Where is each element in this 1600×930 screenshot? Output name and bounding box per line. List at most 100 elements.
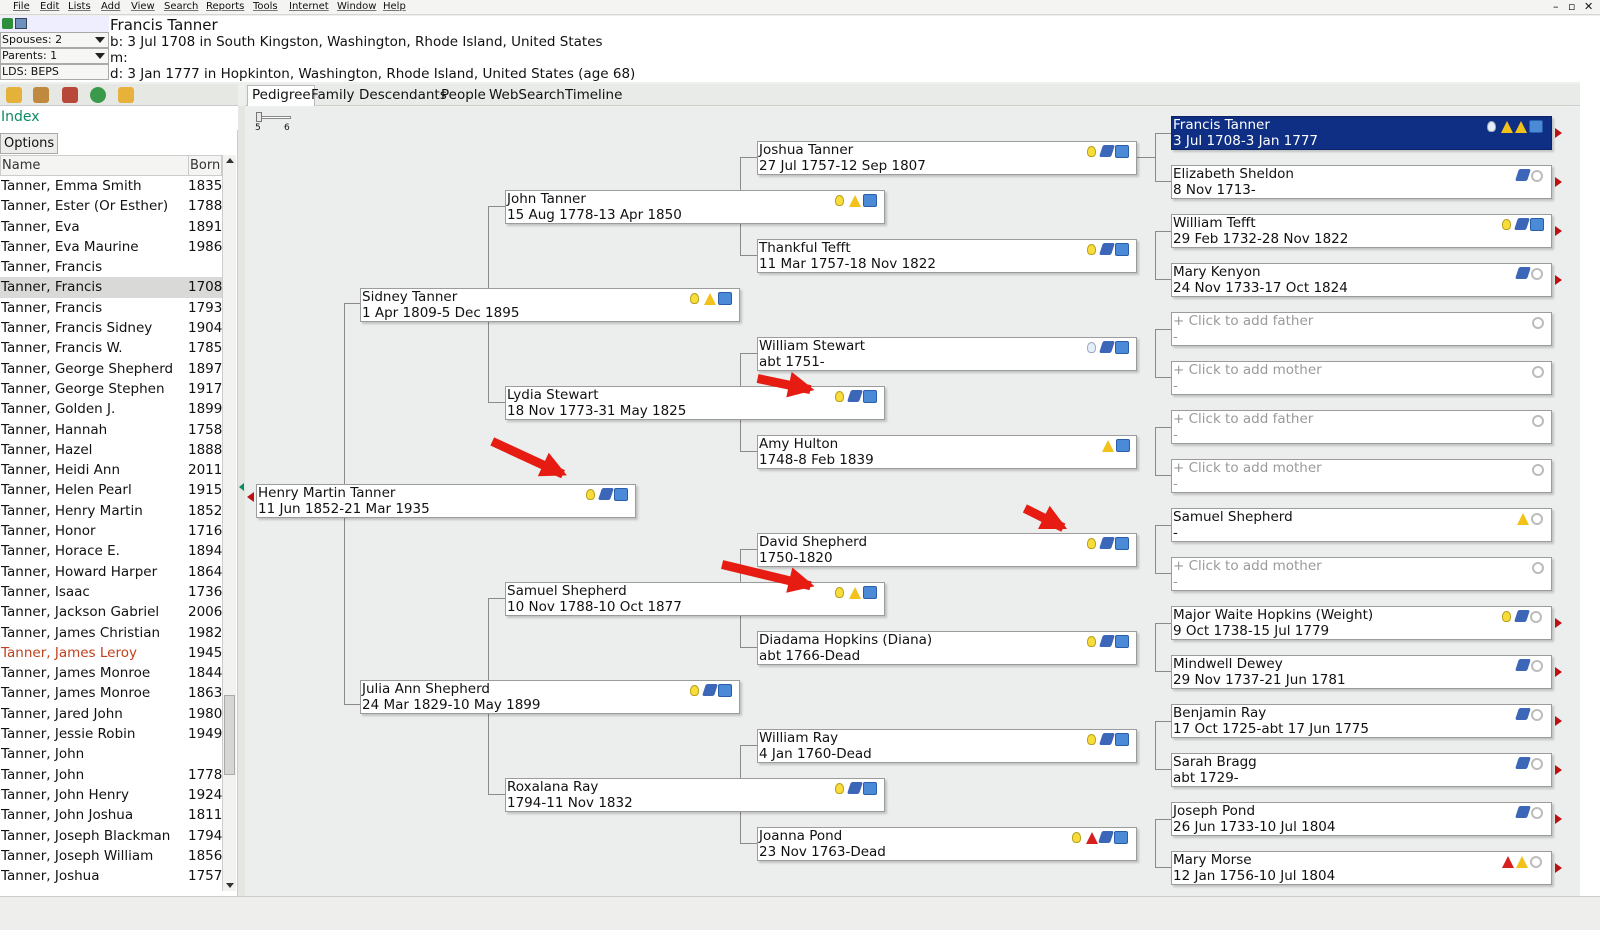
- person-icon[interactable]: [6, 87, 22, 103]
- menu-window[interactable]: Window: [337, 1, 377, 12]
- gear-icon[interactable]: [1531, 268, 1543, 280]
- nav-arrow-icon[interactable]: [2, 18, 13, 29]
- menu-edit[interactable]: Edit: [40, 1, 60, 12]
- scroll-down-icon[interactable]: [226, 883, 234, 888]
- lightbulb-icon[interactable]: [1087, 538, 1096, 549]
- family-icon[interactable]: [1530, 218, 1544, 231]
- warning-icon[interactable]: [1516, 856, 1528, 868]
- gear-icon[interactable]: [1531, 513, 1543, 525]
- lightbulb-icon[interactable]: [690, 685, 699, 696]
- family-icon[interactable]: [1115, 243, 1129, 256]
- family-icon[interactable]: [863, 390, 877, 403]
- lightbulb-icon[interactable]: [835, 391, 844, 402]
- family-icon[interactable]: [1115, 537, 1129, 550]
- gear-icon[interactable]: [1532, 317, 1544, 329]
- checkmark-icon[interactable]: [1515, 267, 1531, 279]
- people-icon[interactable]: [33, 87, 49, 103]
- globe-icon[interactable]: [90, 87, 106, 103]
- error-icon[interactable]: [1086, 832, 1098, 844]
- generation-slider[interactable]: 5 6: [255, 112, 293, 133]
- checkmark-icon[interactable]: [598, 488, 614, 500]
- checkmark-icon[interactable]: [1514, 218, 1530, 230]
- checkmark-icon[interactable]: [1515, 806, 1531, 818]
- family-icon[interactable]: [1114, 831, 1128, 844]
- tab-family[interactable]: Family: [311, 87, 355, 103]
- scroll-thumb[interactable]: [224, 695, 235, 775]
- lightbulb-icon[interactable]: [1487, 121, 1496, 132]
- checkmark-icon[interactable]: [1099, 537, 1115, 549]
- person-box[interactable]: + Click to add mother-: [1171, 361, 1552, 395]
- error-icon[interactable]: [1502, 856, 1514, 868]
- lightbulb-icon[interactable]: [690, 293, 699, 304]
- checkmark-icon[interactable]: [1515, 659, 1531, 671]
- person-box[interactable]: Major Waite Hopkins (Weight)9 Oct 1738-1…: [1171, 606, 1552, 640]
- person-box[interactable]: Diadama Hopkins (Diana)abt 1766-Dead: [757, 631, 1137, 665]
- checkmark-icon[interactable]: [1514, 610, 1530, 622]
- menu-file[interactable]: File: [13, 1, 30, 12]
- expand-arrow-icon[interactable]: [1555, 275, 1562, 285]
- checkmark-icon[interactable]: [1515, 708, 1531, 720]
- spouses-select[interactable]: Spouses: 2: [0, 32, 109, 48]
- family-icon[interactable]: [863, 194, 877, 207]
- lightbulb-icon[interactable]: [1087, 244, 1096, 255]
- family-icon[interactable]: [863, 782, 877, 795]
- checkmark-icon[interactable]: [702, 684, 718, 696]
- menu-internet[interactable]: Internet: [289, 1, 329, 12]
- column-header-name[interactable]: Name: [0, 155, 189, 176]
- lightbulb-icon[interactable]: [835, 587, 844, 598]
- warning-icon[interactable]: [849, 587, 861, 599]
- expand-arrow-icon[interactable]: [1555, 814, 1562, 824]
- warning-icon[interactable]: [849, 195, 861, 207]
- expand-arrow-icon[interactable]: [1555, 226, 1562, 236]
- list-item[interactable]: Tanner, Ester (Or Esther)1788: [0, 196, 222, 216]
- checkmark-icon[interactable]: [1099, 341, 1115, 353]
- tab-people[interactable]: People: [441, 87, 486, 103]
- warning-icon[interactable]: [1517, 513, 1529, 525]
- gear-icon[interactable]: [1532, 464, 1544, 476]
- person-box[interactable]: + Click to add father-: [1171, 410, 1552, 444]
- expand-arrow-icon[interactable]: [1555, 618, 1562, 628]
- checkmark-icon[interactable]: [1099, 635, 1115, 647]
- family-icon[interactable]: [863, 586, 877, 599]
- family-icon[interactable]: [1115, 341, 1129, 354]
- expand-arrow-icon[interactable]: [1555, 716, 1562, 726]
- folder-icon[interactable]: [118, 87, 134, 103]
- gear-icon[interactable]: [1531, 170, 1543, 182]
- menu-add[interactable]: Add: [101, 1, 121, 12]
- gear-icon[interactable]: [1531, 709, 1543, 721]
- checkmark-icon[interactable]: [1099, 733, 1115, 745]
- family-icon[interactable]: [1115, 733, 1129, 746]
- family-icon[interactable]: [718, 684, 732, 697]
- menu-view[interactable]: View: [131, 1, 155, 12]
- list-item[interactable]: Tanner, Golden J.1899: [0, 399, 222, 419]
- checkmark-icon[interactable]: [1098, 831, 1114, 843]
- lightbulb-icon[interactable]: [1502, 219, 1511, 230]
- gear-icon[interactable]: [1530, 611, 1542, 623]
- lightbulb-icon[interactable]: [1087, 342, 1096, 353]
- checkmark-icon[interactable]: [1515, 757, 1531, 769]
- checkmark-icon[interactable]: [847, 782, 863, 794]
- lightbulb-icon[interactable]: [1072, 832, 1081, 843]
